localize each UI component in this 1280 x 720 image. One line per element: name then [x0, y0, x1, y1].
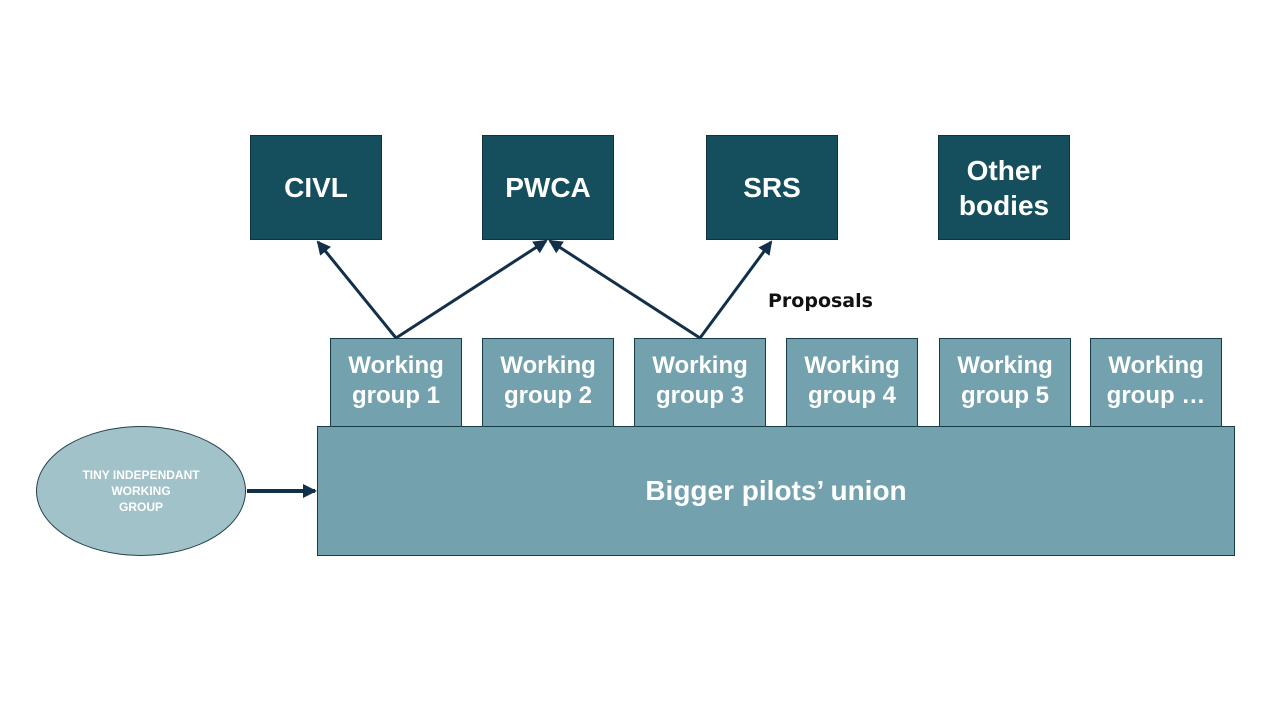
working-group-label: Working group … — [1106, 352, 1206, 409]
working-group-5: Working group 5 — [939, 338, 1071, 430]
body-other-label: Other bodies — [958, 154, 1050, 221]
working-group-label: Working group 2 — [500, 352, 596, 409]
working-group-label: Working group 1 — [348, 352, 444, 409]
body-srs-label: SRS — [743, 172, 801, 203]
working-group-label: Working group 4 — [804, 352, 900, 409]
arrow-wg3-to-pwca — [548, 239, 701, 340]
proposals-label: Proposals — [768, 290, 873, 312]
arrow-wg1-to-pwca — [395, 239, 548, 340]
body-civl: CIVL — [250, 135, 382, 240]
body-pwca: PWCA — [482, 135, 614, 240]
working-group-label: Working group 3 — [652, 352, 748, 409]
body-civl-label: CIVL — [284, 172, 348, 203]
working-group-more: Working group … — [1090, 338, 1222, 430]
independent-working-group-label: TINY INDEPENDANT WORKING GROUP — [82, 468, 200, 514]
pilots-union-label: Bigger pilots’ union — [645, 475, 907, 506]
body-srs: SRS — [706, 135, 838, 240]
arrow-wg1-to-civl — [316, 240, 398, 339]
body-other: Other bodies — [938, 135, 1070, 240]
arrow-wg3-to-srs — [698, 240, 773, 339]
working-group-2: Working group 2 — [482, 338, 614, 430]
independent-working-group: TINY INDEPENDANT WORKING GROUP — [36, 426, 246, 556]
working-group-3: Working group 3 — [634, 338, 766, 430]
body-pwca-label: PWCA — [505, 172, 591, 203]
working-group-label: Working group 5 — [957, 352, 1053, 409]
working-group-1: Working group 1 — [330, 338, 462, 430]
working-group-4: Working group 4 — [786, 338, 918, 430]
pilots-union: Bigger pilots’ union — [317, 426, 1235, 556]
